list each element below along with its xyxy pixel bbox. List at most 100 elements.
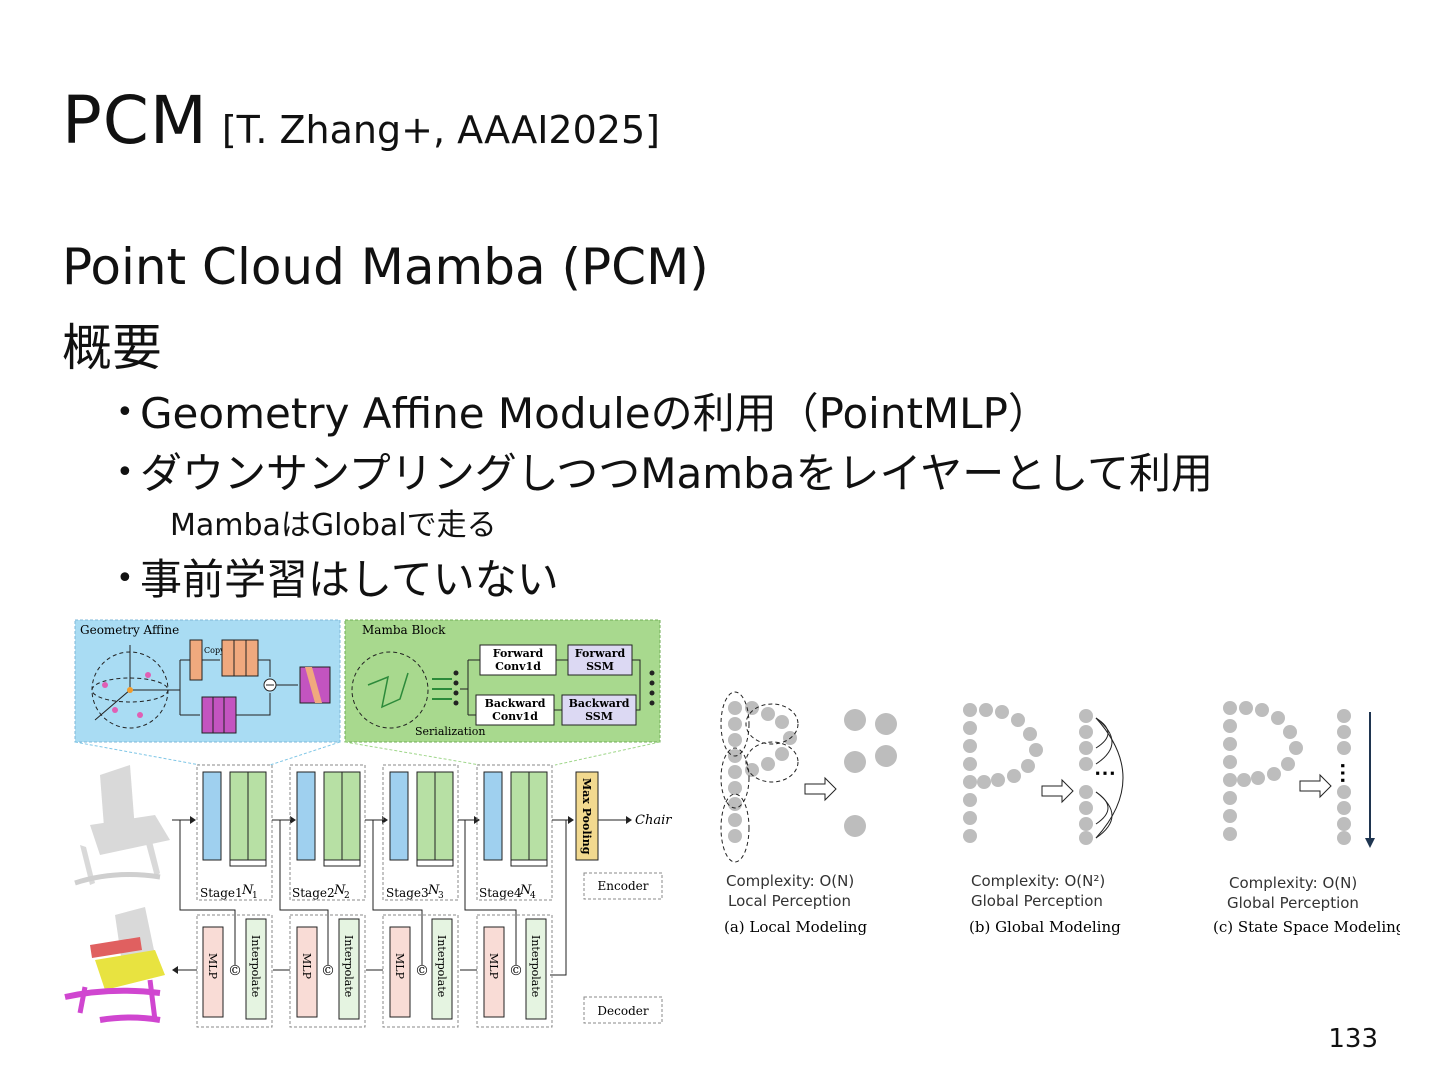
slide-subtitle: Point Cloud Mamba (PCM)	[62, 238, 709, 296]
ssm-caption: (c) State Space Modeling	[1213, 918, 1400, 936]
copy-block	[189, 639, 203, 681]
decoder-stage-4: MLP Interpolate ©	[476, 914, 553, 1028]
backward-conv-line1: Backward	[485, 697, 546, 710]
stage-label: Stage4	[479, 886, 522, 900]
bullet-dot-icon: •	[116, 561, 134, 596]
bullet-text: ダウンサンプリングしつつMambaをレイヤーとして利用	[140, 449, 1213, 498]
local-neighborhood-outlines	[720, 691, 799, 863]
bullet-item: •ダウンサンプリングしつつMambaをレイヤーとして利用	[116, 440, 1213, 501]
tensor-block-purple	[201, 696, 237, 734]
bullet-dot-icon: •	[116, 395, 134, 430]
serialization-label: Serialization	[415, 725, 485, 738]
stage-label: Stage1	[200, 886, 243, 900]
overview-heading: 概要	[62, 319, 162, 377]
interpolate-label: Interpolate	[435, 935, 448, 997]
axis-line	[94, 689, 131, 721]
max-pooling-block	[575, 771, 599, 861]
arrow-right-icon	[1041, 778, 1074, 804]
concat-icon: ©	[509, 963, 523, 979]
interpolate-label: Interpolate	[342, 935, 355, 997]
ssm-perception: Global Perception	[1227, 894, 1359, 912]
slide-title: PCM [T. Zhang+, AAAI2025]	[62, 82, 660, 159]
stage-2: Stage2 N 2	[289, 764, 366, 901]
scan-arrow-head	[1365, 838, 1375, 848]
forward-conv-line2: Conv1d	[495, 660, 541, 673]
local-perception: Local Perception	[728, 892, 851, 910]
stage-n: N	[241, 883, 254, 898]
stage-n-sub: 3	[438, 891, 444, 901]
ssm-complexity: Complexity: O(N)	[1229, 874, 1357, 892]
max-pooling-label: Max Pooling	[580, 778, 593, 855]
stage-label: Stage2	[292, 886, 335, 900]
stage-4: Stage4 N 4	[476, 764, 553, 901]
stage-n-sub: 1	[252, 891, 258, 901]
architecture-diagram: Geometry Affine Copy Mamba Block Seriali…	[64, 619, 672, 1028]
interpolate-label: Interpolate	[529, 935, 542, 997]
concat-icon: ©	[415, 963, 429, 979]
chair-output-label: Chair	[635, 813, 672, 828]
concat-icon: ©	[321, 963, 335, 979]
global-modeling-panel	[963, 703, 1093, 845]
tensor-block-orange	[221, 639, 259, 677]
decoder-stage-1: MLP Interpolate ©	[196, 914, 273, 1028]
copy-label: Copy	[204, 646, 225, 655]
backward-conv-line2: Conv1d	[492, 710, 538, 723]
global-attention-arcs	[1095, 717, 1124, 839]
bullet-text: 事前学習はしていない	[140, 555, 559, 604]
point-dot	[137, 712, 143, 718]
point-dot	[145, 672, 151, 678]
bullet-text: Geometry Affine Moduleの利用（PointMLP）	[140, 389, 1050, 438]
backward-ssm-line2: SSM	[585, 710, 613, 723]
forward-ssm-block	[567, 644, 633, 676]
stage-n: N	[427, 883, 440, 898]
forward-ssm-line2: SSM	[586, 660, 614, 673]
ssm-modeling-panel	[1223, 701, 1351, 845]
global-complexity: Complexity: O(N²)	[971, 872, 1105, 890]
interpolate-label: Interpolate	[249, 935, 262, 997]
stage-n: N	[519, 883, 532, 898]
concat-icon: ©	[228, 963, 242, 979]
bullet-item: •Geometry Affine Moduleの利用（PointMLP）	[116, 380, 1050, 441]
page-number: 133	[1328, 1024, 1378, 1054]
mlp-label: MLP	[300, 953, 313, 980]
global-ellipsis: ⋯	[1094, 760, 1116, 786]
bullet-item: •事前学習はしていない	[116, 546, 559, 607]
forward-ssm-line1: Forward	[575, 647, 626, 660]
forward-conv-line1: Forward	[493, 647, 544, 660]
point-dot	[112, 707, 118, 713]
modeling-comparison-diagram: Complexity: O(N) Local Perception (a) Lo…	[720, 691, 1400, 936]
title-citation: [T. Zhang+, AAAI2025]	[221, 108, 660, 152]
mlp-label: MLP	[206, 953, 219, 980]
geometry-affine-label: Geometry Affine	[80, 623, 179, 637]
local-modeling-panel	[728, 701, 897, 843]
decoder-label: Decoder	[597, 1004, 648, 1018]
center-dot	[127, 687, 133, 693]
arrow-right-icon	[1299, 773, 1332, 799]
mlp-label: MLP	[487, 953, 500, 980]
mlp-label: MLP	[393, 953, 406, 980]
local-complexity: Complexity: O(N)	[726, 872, 854, 890]
segmented-chair-icon	[64, 907, 165, 1023]
bullet-dot-icon: •	[116, 455, 134, 490]
title-main: PCM	[62, 82, 208, 159]
global-caption: (b) Global Modeling	[969, 918, 1121, 936]
stage-1: Stage1 N 1	[196, 764, 273, 901]
mamba-block-label: Mamba Block	[362, 623, 446, 637]
sub-bullet-text: MambaはGlobalで走る	[170, 508, 497, 543]
serialization-sphere-icon	[351, 651, 429, 729]
arrow-right-icon	[804, 776, 837, 802]
decoder-stage-2: MLP Interpolate ©	[289, 914, 366, 1028]
stage-n: N	[333, 883, 346, 898]
serialization-path	[367, 672, 409, 709]
chair-input-icon	[74, 765, 170, 886]
stage-label: Stage3	[386, 886, 429, 900]
stage-3: Stage3 N 3	[382, 764, 459, 901]
encoder-legend	[583, 872, 663, 900]
encoder-label: Encoder	[598, 879, 649, 893]
stage-n-sub: 2	[344, 891, 350, 901]
ssm-ellipsis: ⋯	[1330, 762, 1356, 784]
local-caption: (a) Local Modeling	[724, 918, 867, 936]
backward-conv1d-block	[475, 694, 555, 726]
forward-conv1d-block	[479, 644, 557, 676]
decoder-legend	[583, 996, 663, 1024]
